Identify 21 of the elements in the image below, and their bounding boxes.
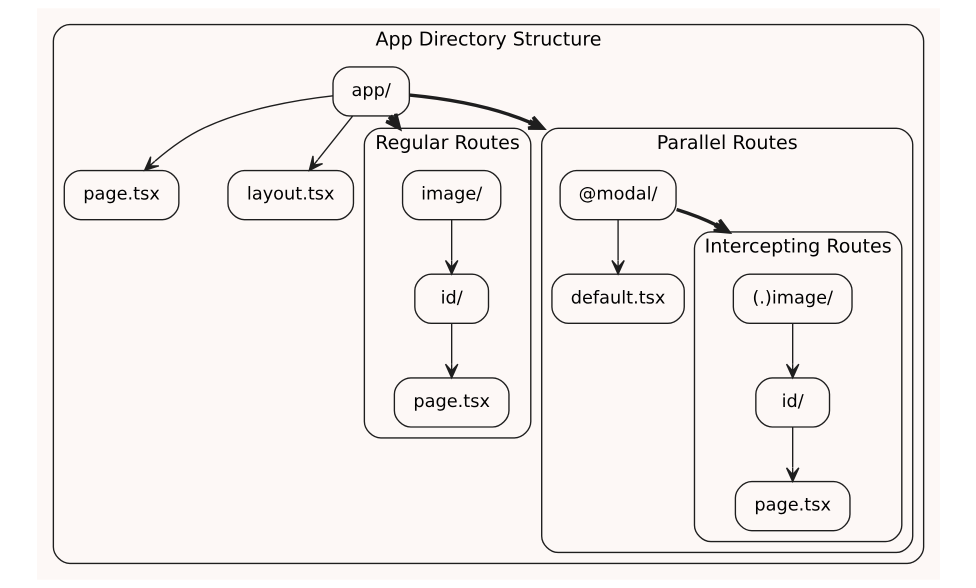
arrow (676, 208, 730, 234)
node-box: app/ (332, 66, 410, 117)
arrow (785, 324, 799, 378)
arrow (610, 220, 624, 275)
arrow (143, 95, 333, 172)
node-box: page.tsx (393, 377, 510, 428)
arrow (444, 324, 458, 378)
node-box: image/ (401, 170, 501, 220)
node-box: page.tsx (63, 170, 180, 220)
node-box: id/ (414, 274, 489, 324)
node-box: default.tsx (550, 274, 684, 324)
node-box: layout.tsx (226, 170, 354, 220)
arrow (308, 116, 353, 172)
arrow (444, 220, 458, 275)
node-box: page.tsx (734, 480, 850, 532)
node-box: @modal/ (558, 170, 676, 220)
arrow (785, 427, 799, 482)
arrow (384, 112, 401, 130)
arrow (408, 93, 544, 130)
node-box: id/ (754, 377, 830, 428)
node-box: (.)image/ (732, 274, 852, 324)
